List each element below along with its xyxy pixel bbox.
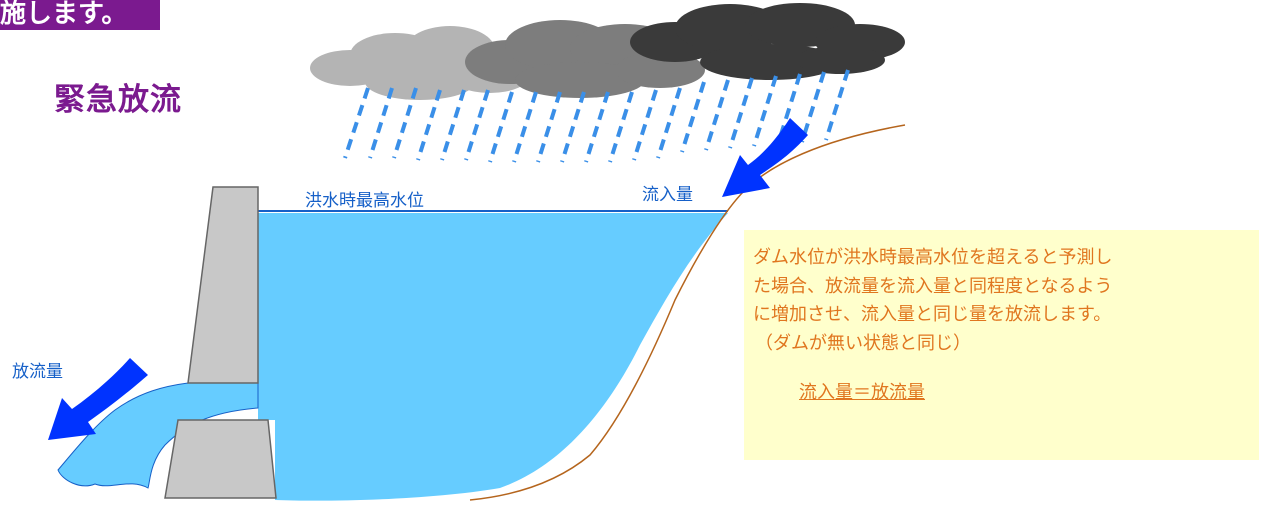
- inflow-arrow: [722, 118, 808, 197]
- reservoir-water: [258, 213, 728, 501]
- dark-cloud: [630, 3, 905, 80]
- formula-text: 流入量＝放流量: [799, 382, 925, 403]
- explanation-line: （ダムが無い状態と同じ）: [755, 332, 971, 354]
- explanation-line: た場合、放流量を流入量と同程度となるよう: [753, 275, 1113, 297]
- explanation-line: に増加させ、流入量と同じ量を放流します。: [753, 304, 1112, 325]
- explanation-line: ダム水位が洪水時最高水位を超えると予測し: [753, 247, 1113, 268]
- outflow-arrow: [48, 358, 148, 440]
- flood-level-label: 洪水時最高水位: [305, 191, 424, 211]
- dam-lower: [164, 419, 277, 499]
- inflow-label: 流入量: [642, 185, 693, 205]
- explanation-box: ダム水位が洪水時最高水位を超えると予測し た場合、放流量を流入量と同程度となるよ…: [744, 230, 1259, 460]
- outflow-label: 放流量: [12, 362, 63, 382]
- dam-upper: [187, 186, 259, 384]
- terrain-line: [469, 124, 906, 501]
- page-title: 緊急放流: [54, 82, 182, 118]
- banner-heading: 施します。: [0, 0, 160, 30]
